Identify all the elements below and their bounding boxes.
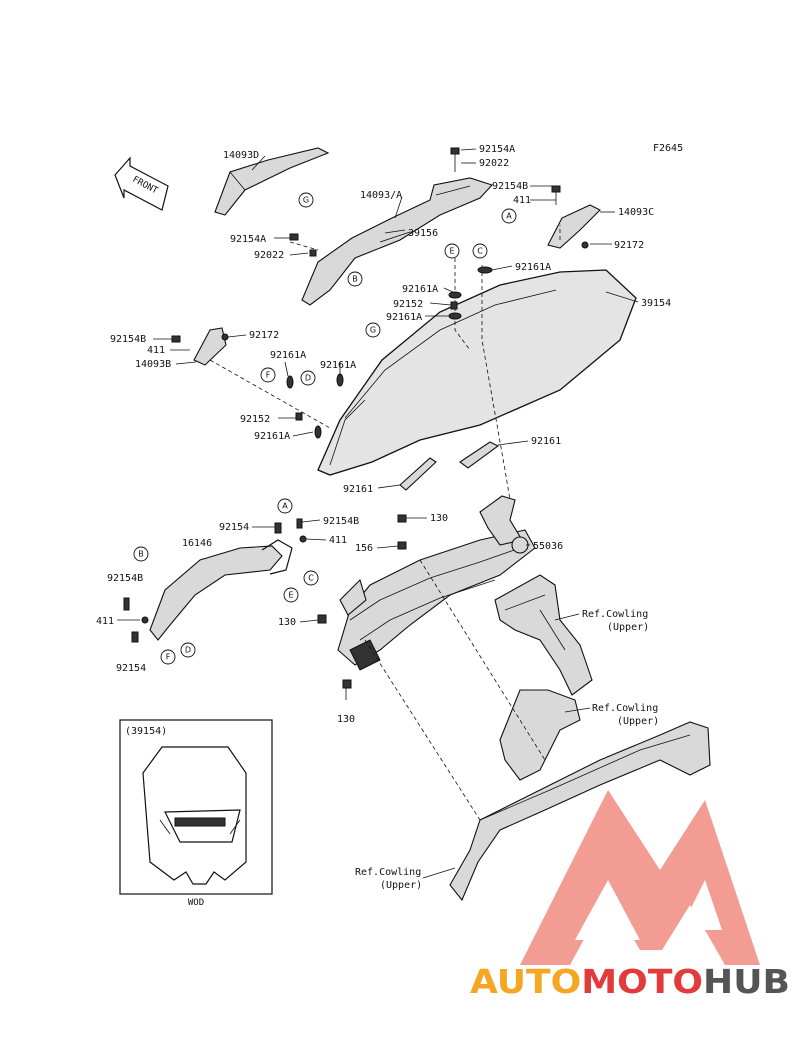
windshield-39154: [317, 269, 637, 476]
marker-B-1: B: [347, 271, 363, 287]
part-label: 92154: [116, 663, 146, 674]
ref-cowling-sub: (Upper): [380, 880, 422, 891]
cowling-bracket-right: [494, 574, 593, 696]
part-label: 39156: [408, 228, 438, 239]
part-label: 92161A: [270, 350, 306, 361]
part-label: 92161A: [402, 284, 438, 295]
marker-F-1: F: [260, 367, 276, 383]
part-label: 92172: [614, 240, 644, 251]
marker-E-1: E: [444, 243, 460, 259]
inset-caption: WOD: [188, 898, 204, 908]
svg-text:D: D: [305, 374, 311, 383]
part-label: 92161A: [515, 262, 551, 273]
marker-A-1: A: [501, 208, 517, 224]
part-label: 92022: [254, 250, 284, 261]
svg-text:C: C: [308, 574, 314, 583]
marker-F-2: F: [160, 649, 176, 665]
part-label: 92152: [393, 299, 423, 310]
marker-C-1: C: [472, 243, 488, 259]
inset-part-label: (39154): [125, 726, 167, 737]
marker-G-1: G: [298, 192, 314, 208]
bracket-14093A: [301, 177, 493, 306]
part-label: 411: [329, 535, 347, 546]
part-label: 92152: [240, 414, 270, 425]
leader-lines: [117, 148, 639, 879]
part-label: 92161A: [386, 312, 422, 323]
part-label: 156: [355, 543, 373, 554]
part-label: 92154: [219, 522, 249, 533]
part-label: 411: [513, 195, 531, 206]
svg-text:A: A: [282, 502, 288, 511]
svg-text:E: E: [449, 247, 454, 256]
part-label: 411: [96, 616, 114, 627]
front-arrow-icon: FRONT: [114, 156, 169, 211]
part-label: 55036: [533, 541, 563, 552]
marker-G-2: G: [365, 322, 381, 338]
ref-cowling-label: Ref.Cowling: [582, 609, 648, 620]
svg-text:A: A: [506, 212, 512, 221]
part-label: 92154B: [107, 573, 143, 584]
part-label: 92154B: [110, 334, 146, 345]
part-label: 14093/A: [360, 190, 402, 201]
bracket-14093C: [547, 204, 601, 249]
bracket-14093B: [193, 327, 227, 366]
inset-box: (39154) WOD: [119, 719, 273, 908]
cover-14093D: [214, 147, 330, 216]
marker-C-2: C: [303, 570, 319, 586]
marker-B-2: B: [133, 546, 149, 562]
part-label: 92154B: [323, 516, 359, 527]
ref-cowling-sub: (Upper): [607, 622, 649, 633]
part-label: 92161: [531, 436, 561, 447]
svg-text:E: E: [288, 591, 293, 600]
marker-D-2: D: [180, 642, 196, 658]
svg-text:F: F: [166, 653, 171, 662]
part-label: 411: [147, 345, 165, 356]
watermark-auto: AUTO: [470, 962, 581, 1001]
visor-16146: [149, 539, 293, 641]
svg-text:B: B: [138, 550, 144, 559]
fasteners: [123, 147, 589, 689]
part-label: 16146: [182, 538, 212, 549]
diagram-code: F2645: [653, 143, 683, 154]
svg-text:D: D: [185, 646, 191, 655]
ref-cowling-sub: (Upper): [617, 716, 659, 727]
part-label: 130: [278, 617, 296, 628]
bracket-55036-assembly: [337, 495, 536, 671]
part-label: 92154A: [230, 234, 266, 245]
svg-text:G: G: [303, 196, 309, 205]
part-label: 92161A: [254, 431, 290, 442]
ref-cowling-label: Ref.Cowling: [592, 703, 658, 714]
cowling-frame-lower: [449, 689, 711, 902]
part-label: 92022: [479, 158, 509, 169]
slot-92161-right: [459, 441, 500, 469]
part-label: 130: [337, 714, 355, 725]
svg-text:F: F: [266, 371, 271, 380]
part-label: 39154: [641, 298, 671, 309]
part-label: 14093D: [223, 150, 259, 161]
marker-D-1: D: [300, 370, 316, 386]
part-label: 92161: [343, 484, 373, 495]
watermark-hub: HUB: [703, 962, 790, 1001]
slot-92161-left: [399, 457, 437, 491]
watermark-moto: MOTO: [581, 962, 703, 1001]
svg-text:B: B: [352, 275, 358, 284]
marker-E-2: E: [283, 587, 299, 603]
ref-cowling-label: Ref.Cowling: [355, 867, 421, 878]
part-label: 92161A: [320, 360, 356, 371]
marker-A-2: A: [277, 498, 293, 514]
svg-text:G: G: [370, 326, 376, 335]
part-label: 92172: [249, 330, 279, 341]
watermark-logo-icon: [520, 790, 760, 965]
part-label: 92154A: [479, 144, 515, 155]
part-label: 14093B: [135, 359, 171, 370]
part-label: 14093C: [618, 207, 654, 218]
svg-text:C: C: [477, 247, 483, 256]
part-label: 130: [430, 513, 448, 524]
front-label: FRONT: [131, 175, 160, 197]
part-label: 92154B: [492, 181, 528, 192]
